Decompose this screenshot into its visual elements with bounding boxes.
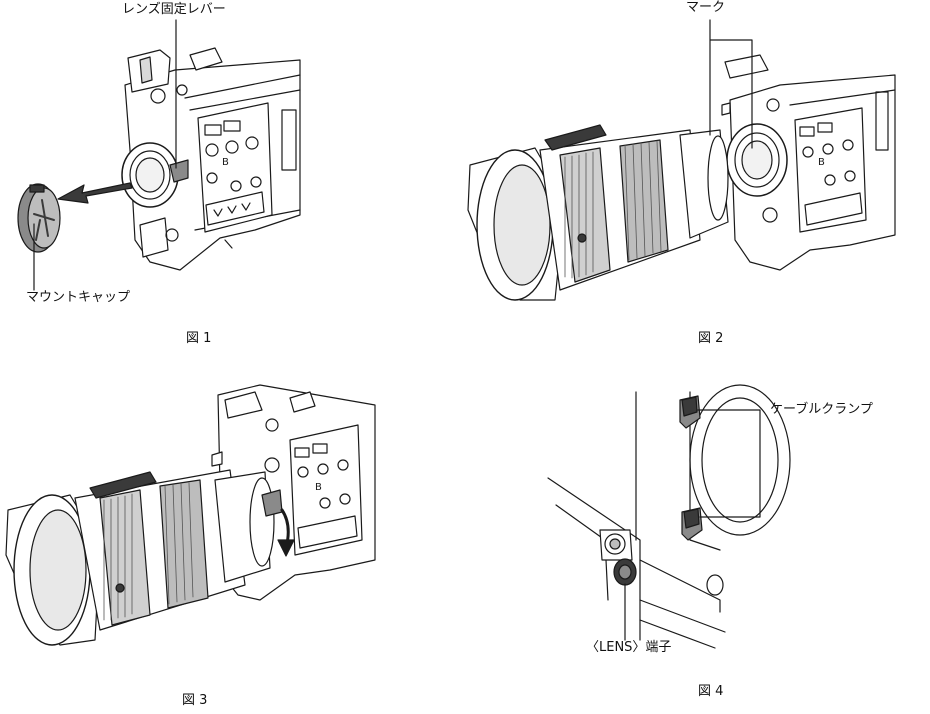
fig2-lens <box>467 124 729 301</box>
svg-text:B: B <box>818 157 825 168</box>
fig3-lens <box>5 469 295 646</box>
svg-text:B: B <box>315 482 322 493</box>
fig1-caption: 図 1 <box>186 331 212 346</box>
fig1-camera-body: B <box>121 47 301 271</box>
svg-text:B: B <box>222 157 229 168</box>
fig1-lever-label: レンズ固定レバー <box>122 2 226 17</box>
fig3-caption: 図 3 <box>182 693 208 708</box>
fig2-caption: 図 2 <box>698 331 724 346</box>
fig2-mark-label: マーク <box>686 0 726 15</box>
fig4-terminal-label: 〈LENS〉端子 <box>586 640 672 655</box>
fig4-clamp-label: ケーブルクランプ <box>770 402 873 417</box>
fig4-clamp-leader <box>697 409 761 518</box>
fig2-mark-leader <box>709 19 753 149</box>
fig1-removal-arrow <box>57 182 133 204</box>
fig1-mount-cap <box>17 183 61 253</box>
fig4-caption: 図 4 <box>698 684 724 699</box>
fig2-camera-body: B <box>721 54 896 271</box>
fig1-cap-label: マウントキャップ <box>26 290 131 305</box>
fig4-camera-detail <box>547 384 791 649</box>
